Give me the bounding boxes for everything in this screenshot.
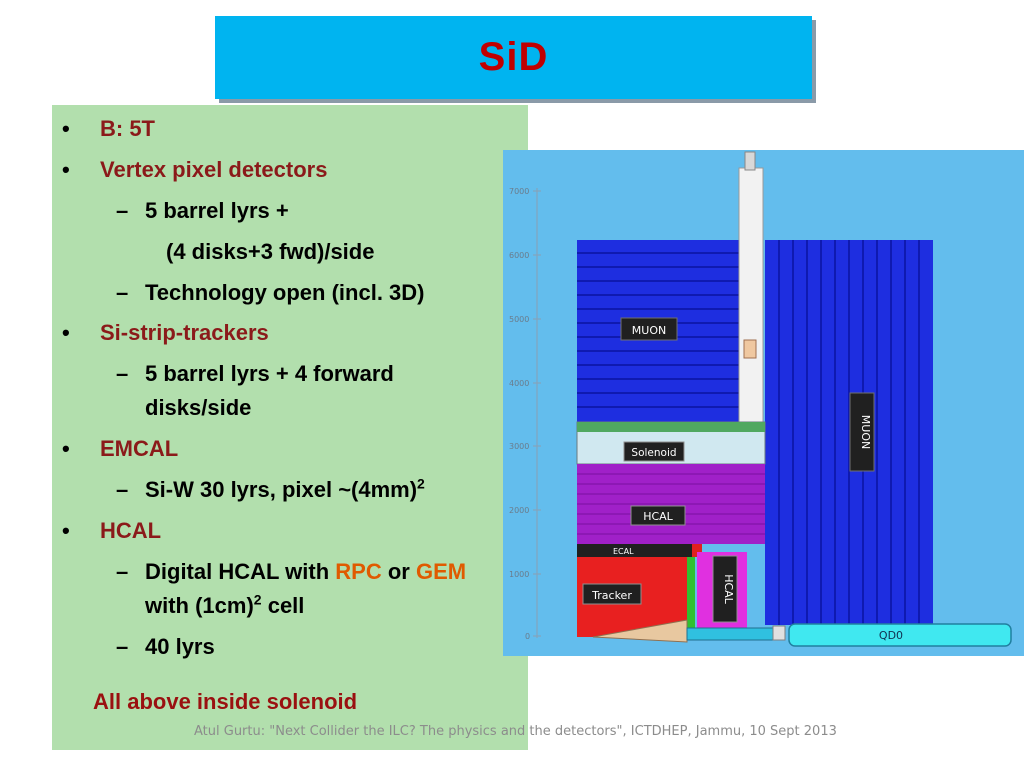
sub-bullet-marker: – — [116, 559, 129, 584]
axis-ticks: 7000 6000 5000 4000 3000 2000 1000 0 — [509, 187, 541, 641]
sub-hcal-digital: Digital HCAL with RPC or GEM — [145, 559, 466, 585]
bullet-tracker: Si-strip-trackers — [100, 320, 269, 345]
muon-barrel-label: MUON — [632, 324, 666, 337]
sub-vertex-tech: Technology open (incl. 3D) — [145, 280, 425, 305]
bullet-marker: • — [62, 157, 70, 182]
qd0-label: QD0 — [879, 629, 903, 642]
hcal-barrel: HCAL — [577, 464, 765, 544]
bullet-marker: • — [62, 436, 70, 461]
sub-emcal-text: Si-W 30 lyrs, pixel ~(4mm) — [145, 477, 418, 502]
tick-2000: 2000 — [509, 506, 529, 515]
bullet-b-field: B: 5T — [100, 116, 155, 141]
slide-title: SiD — [478, 35, 549, 79]
tick-1000: 1000 — [509, 570, 529, 579]
sid-quadrant-figure: 7000 6000 5000 4000 3000 2000 1000 0 MUO… — [503, 150, 1024, 656]
qd0-magnet: QD0 — [788, 623, 1012, 647]
sub-tracker-layers: 5 barrel lyrs + 4 forward — [145, 361, 394, 386]
muon-endcap-label: MUON — [859, 415, 872, 449]
sub-tracker-layers-cont: disks/side — [145, 395, 252, 420]
hcal-endcap: HCAL — [697, 552, 747, 630]
muon-endcap: MUON — [765, 240, 933, 625]
sub-hcal-gem: GEM — [415, 559, 467, 584]
beamline-segment — [686, 627, 774, 641]
tick-4000: 4000 — [509, 379, 529, 388]
sub-hcal-cell-text: with (1cm) — [145, 593, 254, 618]
solenoid: Solenoid — [576, 421, 766, 465]
bullet-marker: • — [62, 518, 70, 543]
bullet-vertex: Vertex pixel detectors — [100, 157, 328, 182]
sub-bullet-marker: – — [116, 361, 129, 386]
bullet-emcal: EMCAL — [100, 436, 179, 461]
sub-hcal-cell-post: cell — [261, 593, 305, 618]
sub-hcal-or: or — [381, 559, 416, 584]
bullet-hcal: HCAL — [100, 518, 162, 543]
hcal-barrel-label: HCAL — [643, 510, 673, 523]
hcal-endcap-label: HCAL — [722, 574, 735, 604]
solenoid-note: All above inside solenoid — [93, 689, 358, 714]
sub-bullet-marker: – — [116, 198, 129, 223]
tick-6000: 6000 — [509, 251, 529, 260]
tracker-label: Tracker — [591, 589, 632, 602]
sub-hcal-cell: with (1cm)2 cell — [145, 593, 304, 619]
sub-vertex-disks: (4 disks+3 fwd)/side — [166, 239, 375, 264]
sub-emcal-sup: 2 — [417, 475, 425, 492]
ecal: ECAL — [577, 544, 702, 557]
title-box: SiD — [215, 16, 812, 99]
bullet-marker: • — [62, 116, 70, 141]
muon-barrel: MUON — [577, 240, 740, 422]
solenoid-label: Solenoid — [631, 447, 676, 459]
sub-bullet-marker: – — [116, 477, 129, 502]
tick-7000: 7000 — [509, 187, 529, 196]
bullet-marker: • — [62, 320, 70, 345]
tick-3000: 3000 — [509, 442, 529, 451]
sub-hcal-layers: 40 lyrs — [145, 634, 215, 659]
sub-bullet-marker: – — [116, 280, 129, 305]
sub-hcal-pre: Digital HCAL with — [145, 559, 336, 584]
bullet-panel — [52, 105, 528, 750]
sub-hcal-cell-sup: 2 — [253, 591, 262, 608]
sub-hcal-rpc: RPC — [335, 559, 382, 584]
slide-footer: Atul Gurtu: "Next Collider the ILC? The … — [194, 724, 837, 739]
tick-5000: 5000 — [509, 315, 529, 324]
sub-vertex-barrel: 5 barrel lyrs + — [145, 198, 289, 223]
sub-bullet-marker: – — [116, 634, 129, 659]
ecal-label: ECAL — [613, 547, 634, 556]
support-tube — [738, 151, 764, 427]
tick-0: 0 — [525, 632, 530, 641]
sub-emcal: Si-W 30 lyrs, pixel ~(4mm)2 — [145, 477, 425, 503]
